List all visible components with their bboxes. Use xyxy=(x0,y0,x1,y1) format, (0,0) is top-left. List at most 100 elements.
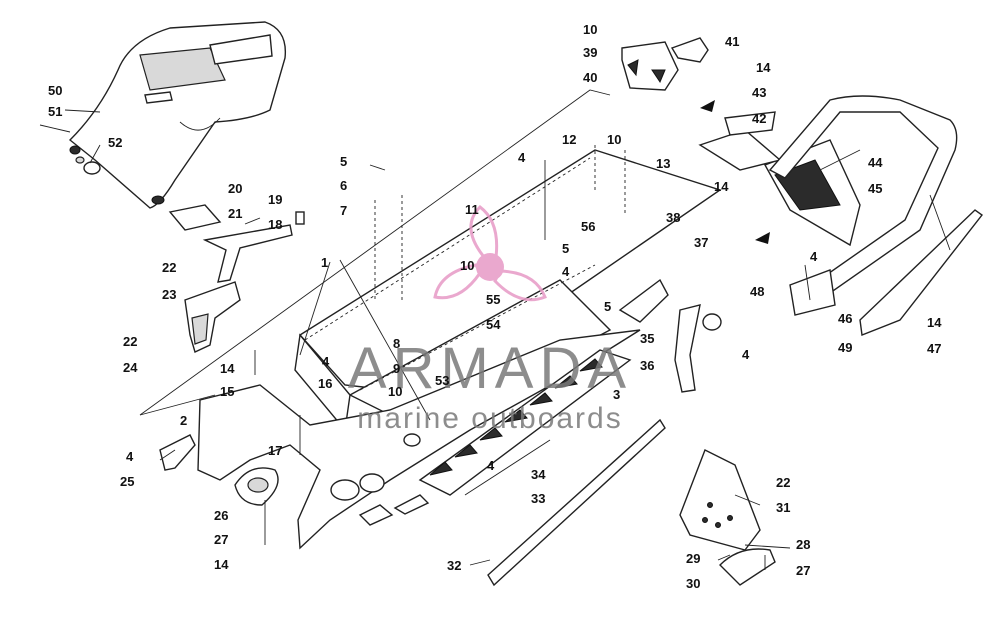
callout-c33: 33 xyxy=(531,491,545,506)
callout-c10c: 10 xyxy=(460,258,474,273)
callout-c4a: 4 xyxy=(518,150,526,165)
callout-c29: 29 xyxy=(686,551,700,566)
callout-c5a: 5 xyxy=(340,154,347,169)
callout-c10a: 10 xyxy=(583,22,597,37)
callout-c22b: 22 xyxy=(123,334,137,349)
callout-c4g: 4 xyxy=(487,458,495,473)
rail-lattice-part xyxy=(418,349,632,496)
callout-c9: 9 xyxy=(393,361,400,376)
bracket-20-part xyxy=(168,204,222,231)
rear-bumper-part xyxy=(768,95,958,302)
callout-c32: 32 xyxy=(447,558,461,573)
callout-c19: 19 xyxy=(268,192,282,207)
callout-c4d: 4 xyxy=(742,347,750,362)
callout-c14d: 14 xyxy=(220,361,235,376)
chassis-side-panel-part xyxy=(197,329,641,550)
callout-c30: 30 xyxy=(686,576,700,591)
callout-c14a: 14 xyxy=(756,60,771,75)
callout-c45: 45 xyxy=(868,181,882,196)
callout-c3: 3 xyxy=(613,387,620,402)
arrow-icon xyxy=(755,232,770,244)
arrow-icon xyxy=(700,100,715,112)
callout-c37: 37 xyxy=(694,235,708,250)
callout-c52: 52 xyxy=(108,135,122,150)
callout-c14b: 14 xyxy=(714,179,729,194)
callout-c31: 31 xyxy=(776,500,790,515)
callout-c21: 21 xyxy=(228,206,242,221)
callout-c41: 41 xyxy=(725,34,739,49)
callout-c54: 54 xyxy=(486,317,501,332)
leader-lines xyxy=(39,109,861,570)
bracket-25-part xyxy=(159,434,196,471)
watermark-brand: ARMADA xyxy=(348,336,632,401)
hitch-part xyxy=(789,269,836,316)
callout-labels: 50 51 52 20 21 19 18 22 23 22 24 1 5 6 7… xyxy=(48,22,942,591)
callout-c48: 48 xyxy=(750,284,764,299)
callout-c1: 1 xyxy=(321,255,328,270)
callout-c27b: 27 xyxy=(796,563,810,578)
callout-c43: 43 xyxy=(752,85,766,100)
callout-c11: 11 xyxy=(465,202,479,217)
callout-c4c: 4 xyxy=(810,249,818,264)
callout-c55: 55 xyxy=(486,292,500,307)
callout-c14c: 14 xyxy=(927,315,942,330)
bracket-35-part xyxy=(618,278,669,323)
grab-bar-18-part xyxy=(202,211,305,283)
skid-plate-47-part xyxy=(859,194,984,336)
callout-c47: 47 xyxy=(927,341,941,356)
cover-26-part xyxy=(234,467,279,506)
bracket-23-part xyxy=(184,281,241,353)
callout-c23: 23 xyxy=(162,287,176,302)
callout-c26: 26 xyxy=(214,508,228,523)
knob-part xyxy=(75,156,101,175)
rear-flap-part xyxy=(698,129,861,247)
pad-41-part xyxy=(670,37,709,63)
callout-c4f: 4 xyxy=(126,449,134,464)
callout-c34: 34 xyxy=(531,467,546,482)
callout-c42: 42 xyxy=(752,111,766,126)
callout-c51: 51 xyxy=(48,104,62,119)
watermark-tagline: marine outboards xyxy=(357,402,622,435)
watermark: ARMADA marine outboards xyxy=(348,205,632,435)
bracket-36-part xyxy=(674,304,722,393)
callout-c17: 17 xyxy=(268,443,282,458)
callout-c44: 44 xyxy=(868,155,883,170)
callout-c6: 6 xyxy=(340,178,347,193)
callout-c40: 40 xyxy=(583,70,597,85)
bracket-40-part xyxy=(621,41,679,91)
flap-42-part xyxy=(724,111,776,136)
callout-c22c: 22 xyxy=(776,475,790,490)
callout-c5c: 5 xyxy=(604,299,611,314)
callout-c14e: 14 xyxy=(214,557,229,572)
callout-c5b: 5 xyxy=(562,241,569,256)
callout-c24: 24 xyxy=(123,360,138,375)
callout-c25: 25 xyxy=(120,474,134,489)
callout-c49: 49 xyxy=(838,340,852,355)
callout-c35: 35 xyxy=(640,331,654,346)
callout-c18: 18 xyxy=(268,217,282,232)
seat-part xyxy=(68,21,287,209)
footrest-28-part xyxy=(719,548,776,586)
propeller-logo-icon xyxy=(433,205,547,302)
callout-c10d: 10 xyxy=(388,384,402,399)
callout-c46: 46 xyxy=(838,311,852,326)
callout-c7: 7 xyxy=(340,203,347,218)
callout-c56: 56 xyxy=(581,219,595,234)
callout-c20: 20 xyxy=(228,181,242,196)
callout-c38: 38 xyxy=(666,210,680,225)
callout-c15: 15 xyxy=(220,384,234,399)
callout-c22a: 22 xyxy=(162,260,176,275)
running-board-part xyxy=(464,418,666,587)
callout-c4e: 4 xyxy=(322,354,330,369)
callout-c28: 28 xyxy=(796,537,810,552)
callout-c12: 12 xyxy=(562,132,576,147)
callout-c8: 8 xyxy=(393,336,400,351)
callout-c4b: 4 xyxy=(562,264,570,279)
callout-c2: 2 xyxy=(180,413,187,428)
callout-c39: 39 xyxy=(583,45,597,60)
callout-c10b: 10 xyxy=(607,132,621,147)
callout-c13: 13 xyxy=(656,156,670,171)
callout-c36: 36 xyxy=(640,358,654,373)
callout-c50: 50 xyxy=(48,83,62,98)
